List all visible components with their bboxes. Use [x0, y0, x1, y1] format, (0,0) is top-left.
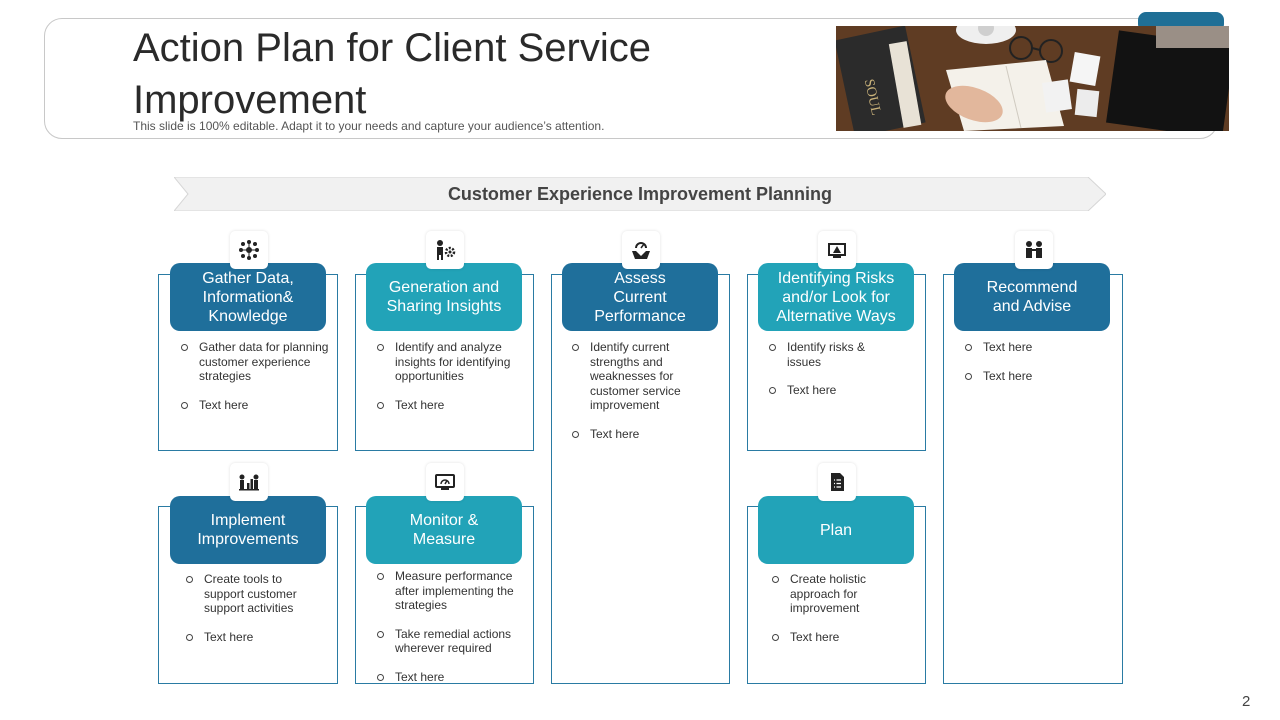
page-title: Action Plan for Client Service Improveme… — [133, 26, 652, 122]
list-item: Text here — [964, 340, 1104, 355]
people-chart-icon — [230, 463, 268, 501]
network-icon — [230, 231, 268, 269]
card-identify-risks-title: Identifying Risks and/or Look for Altern… — [758, 263, 914, 331]
card-recommend-advise-bullets: Text here Text here — [964, 340, 1104, 383]
page-number: 2 — [1242, 693, 1251, 710]
card-monitor-measure-title: Monitor & Measure — [366, 496, 522, 564]
card-generation-insights-bullets: Identify and analyze insights for identi… — [376, 340, 516, 412]
list-item: Text here — [185, 630, 325, 645]
card-recommend-advise — [943, 274, 1123, 684]
list-item: Text here — [376, 670, 524, 685]
list-item: Text here — [376, 398, 516, 413]
list-item: Identify and analyze insights for identi… — [376, 340, 516, 384]
page-subtitle: This slide is 100% editable. Adapt it to… — [133, 119, 605, 133]
two-people-icon — [1015, 231, 1053, 269]
checklist-icon — [818, 463, 856, 501]
card-plan-title: Plan — [758, 496, 914, 564]
card-identify-risks-bullets: Identify risks & issues Text here — [768, 340, 888, 398]
warning-monitor-icon — [818, 231, 856, 269]
list-item: Text here — [964, 369, 1104, 384]
hand-gauge-icon — [622, 231, 660, 269]
list-item: Text here — [768, 383, 888, 398]
list-item: Identify risks & issues — [768, 340, 888, 369]
card-gather-data-bullets: Gather data for planning customer experi… — [180, 340, 330, 412]
monitor-gauge-icon — [426, 463, 464, 501]
list-item: Create holistic approach for improvement — [771, 572, 901, 616]
list-item: Measure performance after implementing t… — [376, 569, 524, 613]
list-item: Text here — [771, 630, 901, 645]
card-assess-performance — [551, 274, 730, 684]
person-gear-icon — [426, 231, 464, 269]
card-implement-improvements-title: Implement Improvements — [170, 496, 326, 564]
banner-label: Customer Experience Improvement Planning — [447, 184, 833, 204]
list-item: Create tools to support customer support… — [185, 572, 325, 616]
card-generation-insights-title: Generation and Sharing Insights — [366, 263, 522, 331]
list-item: Text here — [180, 398, 330, 413]
card-implement-improvements-bullets: Create tools to support customer support… — [185, 572, 325, 644]
list-item: Take remedial actions wherever required — [376, 627, 524, 656]
card-recommend-advise-title: Recommend and Advise — [954, 263, 1110, 331]
list-item: Identify current strengths and weaknesse… — [571, 340, 716, 413]
card-assess-performance-bullets: Identify current strengths and weaknesse… — [571, 340, 716, 441]
svg-text:SOUL: SOUL — [861, 78, 883, 117]
card-plan-bullets: Create holistic approach for improvement… — [771, 572, 901, 644]
header-photo: SOUL — [836, 26, 1229, 131]
card-monitor-measure-bullets: Measure performance after implementing t… — [376, 569, 524, 684]
section-banner: Customer Experience Improvement Planning — [174, 177, 1106, 211]
list-item: Text here — [571, 427, 716, 442]
card-gather-data-title: Gather Data, Information& Knowledge — [170, 263, 326, 331]
list-item: Gather data for planning customer experi… — [180, 340, 330, 384]
card-assess-performance-title: Assess Current Performance — [562, 263, 718, 331]
